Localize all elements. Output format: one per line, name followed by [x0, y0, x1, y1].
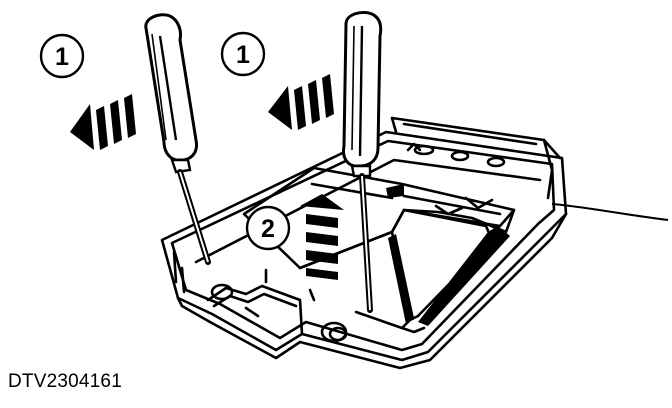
callout-1-left: 1: [39, 33, 85, 79]
screwdriver-icon: [144, 13, 211, 265]
figure-code: DTV2304161: [8, 371, 122, 392]
arrow-left-icon: [268, 74, 334, 130]
callout-1-right: 1: [220, 31, 266, 77]
cable: [551, 203, 669, 221]
arrow-up-icon: [300, 194, 344, 280]
callout-2: 2: [245, 205, 291, 251]
module: [242, 166, 516, 334]
callout-1-left-label: 1: [55, 43, 69, 71]
callout-1-right-label: 1: [236, 41, 250, 69]
callout-2-label: 2: [261, 215, 275, 243]
arrow-left-icon: [70, 94, 136, 150]
screwdriver-icon: [342, 10, 383, 313]
module-shading: [386, 184, 510, 326]
